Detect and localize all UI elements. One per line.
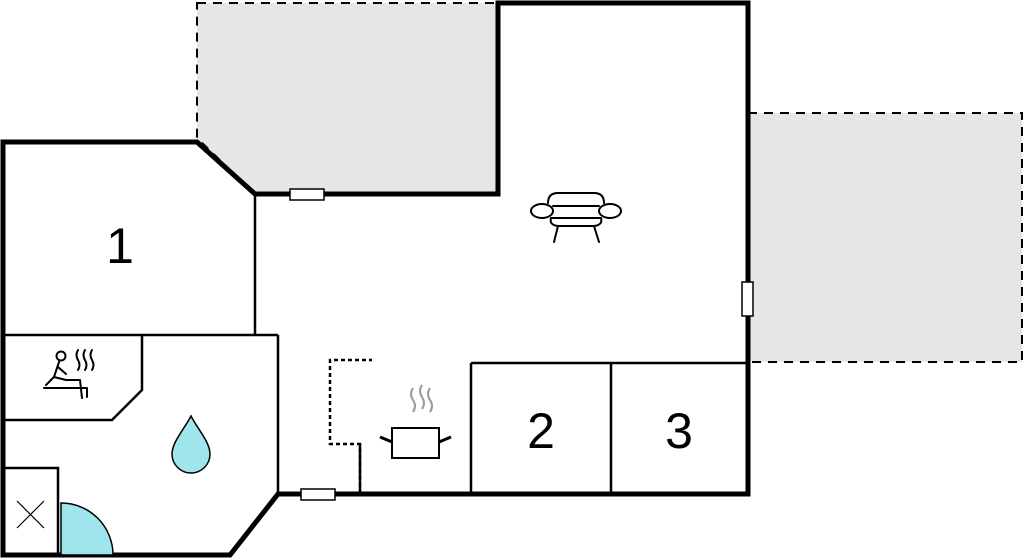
room-1-label: 1 [106,218,134,274]
window-bottom [300,488,336,501]
room-3-label: 3 [665,403,693,459]
cross-icon [16,500,45,529]
window-top [289,188,325,201]
terrace-right [747,112,1023,363]
cooking-pot-icon [379,384,452,459]
inner-walls [1,194,748,557]
terrace-top [196,2,499,195]
shower-door-icon [60,502,114,556]
window-right [741,281,754,317]
room-2-label: 2 [527,403,555,459]
outer-wall [0,0,751,558]
sauna-icon [43,349,95,399]
water-drop-icon [171,414,211,474]
sofa-icon [530,192,622,243]
